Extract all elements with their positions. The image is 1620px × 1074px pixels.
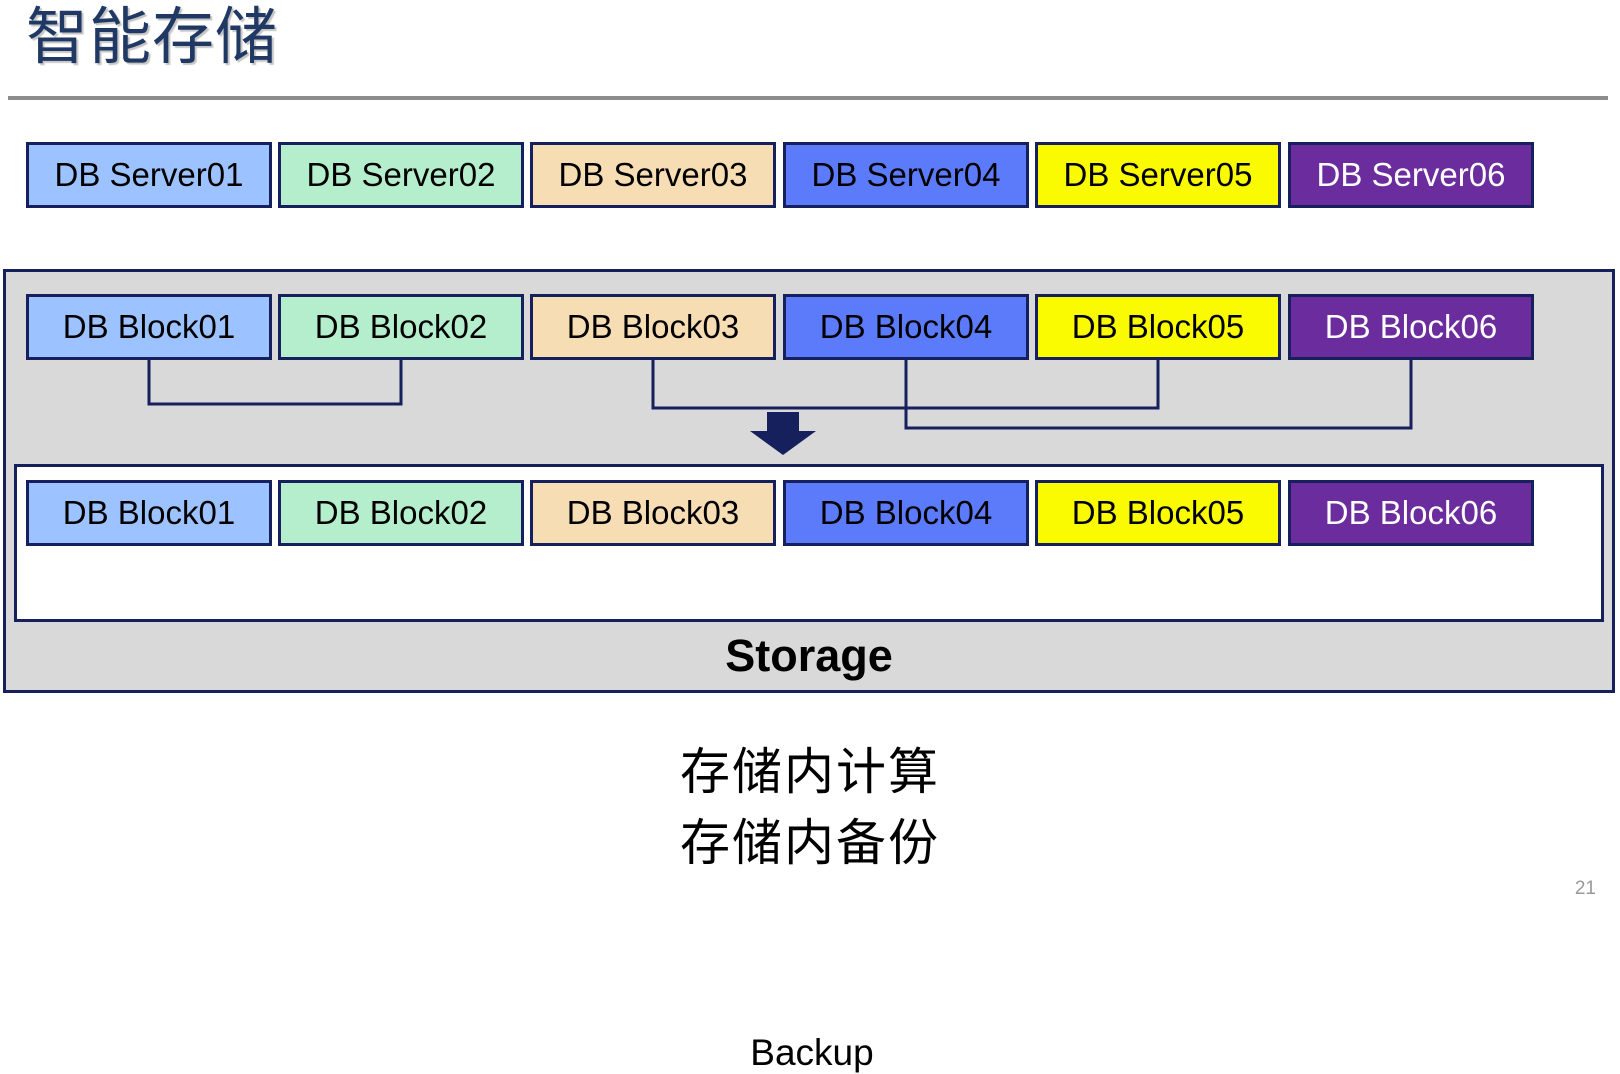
title-divider <box>8 96 1608 100</box>
db-block-node-4[interactable]: DB Block04 <box>783 294 1029 360</box>
db-server-node-label: DB Server06 <box>1316 156 1506 193</box>
db-backup-node-label: DB Block05 <box>1071 494 1245 531</box>
db-server-node-label: DB Server03 <box>558 156 748 193</box>
db-server-node-6[interactable]: DB Server06 <box>1288 142 1534 208</box>
db-block-node-2[interactable]: DB Block02 <box>278 294 524 360</box>
db-block-node-label: DB Block03 <box>566 308 740 345</box>
db-backup-node-5[interactable]: DB Block05 <box>1035 480 1281 546</box>
page-number: 21 <box>1574 878 1596 899</box>
db-server-node-label: DB Server02 <box>306 156 496 193</box>
db-backup-node-label: DB Block04 <box>819 494 993 531</box>
db-server-node-2[interactable]: DB Server02 <box>278 142 524 208</box>
db-backup-node-label: DB Block06 <box>1324 494 1498 531</box>
db-backup-node-1[interactable]: DB Block01 <box>26 480 272 546</box>
db-backup-node-6[interactable]: DB Block06 <box>1288 480 1534 546</box>
db-server-node-4[interactable]: DB Server04 <box>783 142 1029 208</box>
db-server-node-5[interactable]: DB Server05 <box>1035 142 1281 208</box>
db-block-node-3[interactable]: DB Block03 <box>530 294 776 360</box>
db-block-node-label: DB Block05 <box>1071 308 1245 345</box>
db-server-node-label: DB Server01 <box>54 156 244 193</box>
db-block-node-label: DB Block01 <box>62 308 236 345</box>
db-server-node-label: DB Server05 <box>1063 156 1253 193</box>
storage-label: Storage <box>725 630 893 681</box>
db-block-node-6[interactable]: DB Block06 <box>1288 294 1534 360</box>
db-block-node-1[interactable]: DB Block01 <box>26 294 272 360</box>
db-block-node-label: DB Block04 <box>819 308 993 345</box>
db-block-node-label: DB Block02 <box>314 308 488 345</box>
slide-caption: 存储内计算存储内备份 <box>0 737 1620 879</box>
db-block-node-label: DB Block06 <box>1324 308 1498 345</box>
caption-line-1: 存储内计算 <box>680 744 940 800</box>
backup-label: Backup <box>750 1032 874 1073</box>
db-backup-node-label: DB Block02 <box>314 494 488 531</box>
page-title: 智能存储 <box>26 3 279 72</box>
db-backup-node-4[interactable]: DB Block04 <box>783 480 1029 546</box>
db-backup-node-label: DB Block01 <box>62 494 236 531</box>
db-block-node-5[interactable]: DB Block05 <box>1035 294 1281 360</box>
db-backup-node-3[interactable]: DB Block03 <box>530 480 776 546</box>
caption-line-2: 存储内备份 <box>680 815 940 871</box>
db-server-node-label: DB Server04 <box>811 156 1001 193</box>
db-backup-node-label: DB Block03 <box>566 494 740 531</box>
db-server-node-3[interactable]: DB Server03 <box>530 142 776 208</box>
db-server-node-1[interactable]: DB Server01 <box>26 142 272 208</box>
db-backup-node-2[interactable]: DB Block02 <box>278 480 524 546</box>
